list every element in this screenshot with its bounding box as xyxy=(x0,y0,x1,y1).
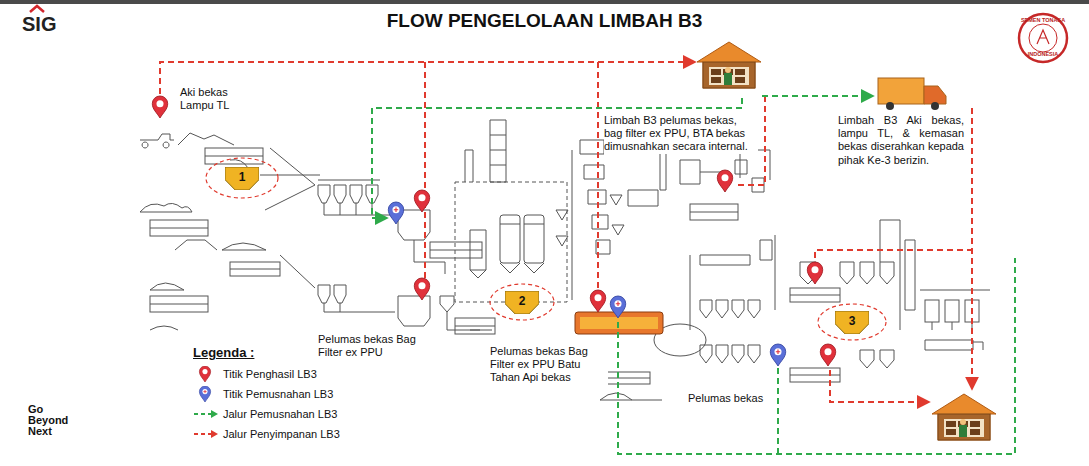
callout-note: Aki bekas Lampu TL xyxy=(180,86,244,112)
storage-warehouse xyxy=(932,394,996,440)
tonasa-logo xyxy=(1019,14,1067,62)
flow-line xyxy=(762,95,872,97)
legend-text: Jalur Pemusnahan LB3 xyxy=(223,406,337,422)
generation-point xyxy=(199,366,210,382)
tonasa-emblem xyxy=(1037,30,1049,44)
legend-text: Titik Pemusnahan LB3 xyxy=(223,386,333,402)
legend-swatch xyxy=(193,406,219,422)
disposal-point xyxy=(770,344,785,366)
generation-point xyxy=(414,190,429,212)
area-bin: 1 xyxy=(225,167,259,190)
flow-line xyxy=(971,108,973,388)
disposal-point xyxy=(610,296,625,318)
legend-swatch xyxy=(193,366,219,382)
disposal-point xyxy=(199,386,210,402)
legend-text: Titik Penghasil LB3 xyxy=(223,366,317,382)
flow-line xyxy=(815,250,972,268)
area-bin: 2 xyxy=(505,291,539,314)
flow-line xyxy=(618,258,1015,454)
transport-truck xyxy=(878,78,946,110)
generation-point xyxy=(807,262,822,284)
area-bin: 3 xyxy=(835,311,869,334)
header-bar xyxy=(0,0,1089,4)
legend-swatch xyxy=(193,426,219,442)
disposal-point xyxy=(388,202,403,224)
area-number: 3 xyxy=(835,311,869,328)
legend-title: Legenda : xyxy=(193,345,293,361)
generation-point xyxy=(414,278,429,300)
flow-line xyxy=(830,370,928,402)
callout-note: Pelumas bekas xyxy=(688,392,772,405)
storage-warehouse xyxy=(697,42,761,88)
flow-line xyxy=(160,62,694,104)
generation-point xyxy=(590,290,605,312)
callout-note: Pelumas bekas Bag Filter ex PPU xyxy=(318,333,430,359)
callout-note: Limbah B3 pelumas bekas, bag filter ex P… xyxy=(604,114,758,154)
brand-tagline: Go Beyond Next xyxy=(28,404,72,437)
tonasa-logo-inner xyxy=(1029,24,1057,52)
area-ring xyxy=(206,158,886,340)
logo-text: SEMEN TONASA xyxy=(1019,17,1067,24)
generation-point xyxy=(152,96,167,118)
logo-text: SIG xyxy=(22,12,82,36)
flow-line xyxy=(777,368,779,454)
logo-text: INDONESIA xyxy=(1019,51,1067,58)
flow-line xyxy=(424,62,426,284)
logo-caret xyxy=(30,6,44,12)
area-number: 2 xyxy=(505,291,539,308)
flow-line xyxy=(597,62,599,292)
legend-swatch xyxy=(193,386,219,402)
area-number: 1 xyxy=(225,167,259,184)
legend-text: Jalur Penyimpanan LB3 xyxy=(223,426,340,442)
callout-note: Limbah B3 Aki bekas, lampu TL, & kemasan… xyxy=(838,114,964,167)
callout-note: Pelumas bekas Bag Filter ex PPU Batu Tah… xyxy=(490,345,608,385)
page-title: FLOW PENGELOLAAN LIMBAH B3 xyxy=(387,10,703,31)
generation-point xyxy=(820,344,835,366)
generation-point xyxy=(717,170,732,192)
